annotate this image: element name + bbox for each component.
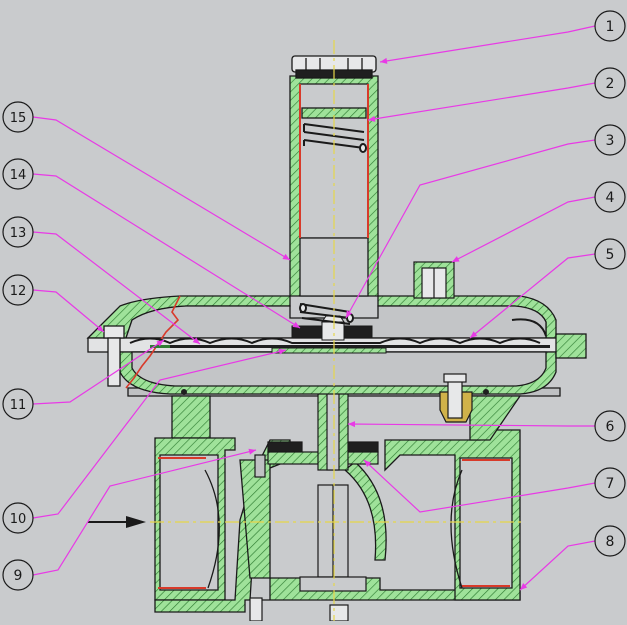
callout-7: 7 <box>594 467 626 499</box>
callout-circle <box>594 238 626 270</box>
leader-arrow-3 <box>346 310 353 318</box>
callout-1: 1 <box>594 10 626 42</box>
leader-line-1 <box>379 25 596 63</box>
callout-10: 10 <box>2 502 34 534</box>
callout-circle <box>594 467 626 499</box>
callout-14: 14 <box>2 158 34 190</box>
callout-6: 6 <box>594 410 626 442</box>
leader-arrow-12 <box>96 325 104 332</box>
leader-arrow-13 <box>192 337 200 344</box>
o-ring-left <box>181 389 187 395</box>
callout-number: 4 <box>606 190 615 206</box>
callout-circle <box>594 67 626 99</box>
leader-arrow-10 <box>278 348 286 355</box>
vent-plug <box>413 261 455 299</box>
leader-line-4 <box>451 196 596 263</box>
callout-circle <box>2 559 34 591</box>
callout-number: 15 <box>10 111 27 126</box>
callout-circle <box>2 216 34 248</box>
callout-circle <box>594 124 626 156</box>
leader-line-14 <box>32 173 301 329</box>
leader-arrow-6 <box>348 421 356 428</box>
centerlines <box>150 40 525 621</box>
callout-8: 8 <box>594 525 626 557</box>
callout-circle <box>2 101 34 133</box>
callout-number: 11 <box>10 398 27 413</box>
callout-number: 7 <box>606 476 615 492</box>
leader-arrow-5 <box>470 331 478 338</box>
leader-line-9 <box>32 449 257 576</box>
leader-arrow-9 <box>248 448 256 455</box>
callout-circle <box>594 181 626 213</box>
leader-arrow-15 <box>282 253 290 260</box>
callout-number: 13 <box>10 226 27 241</box>
callout-circle <box>594 410 626 442</box>
callout-circle <box>594 10 626 42</box>
callout-11: 11 <box>2 388 34 420</box>
leader-line-10 <box>32 349 287 519</box>
callout-12: 12 <box>2 274 34 306</box>
callout-circle <box>2 158 34 190</box>
diaphragm <box>129 337 550 348</box>
leader-line-12 <box>32 289 105 333</box>
leader-line-2 <box>367 82 596 121</box>
flange-screw <box>439 373 473 423</box>
leader-line-8 <box>519 540 596 591</box>
callout-circle <box>2 274 34 306</box>
lower-stem <box>249 484 367 622</box>
callout-circle <box>2 502 34 534</box>
callout-number: 14 <box>10 168 27 183</box>
callout-circle <box>594 525 626 557</box>
leader-line-6 <box>347 423 595 427</box>
callout-9: 9 <box>2 559 34 591</box>
leader-arrow-1 <box>380 57 388 64</box>
callout-number: 12 <box>10 284 27 299</box>
leader-line-3 <box>345 139 596 319</box>
leader-arrow-11 <box>156 340 164 347</box>
leader-line-11 <box>32 339 165 405</box>
callout-number: 2 <box>606 76 615 92</box>
callout-15: 15 <box>2 101 34 133</box>
callout-number: 1 <box>606 19 615 35</box>
leader-line-13 <box>32 231 201 345</box>
callout-number: 9 <box>14 568 23 584</box>
leader-line-5 <box>469 253 596 339</box>
leader-arrow-8 <box>520 583 528 590</box>
leader-arrow-14 <box>292 321 300 328</box>
callout-number: 5 <box>606 247 615 263</box>
flow-arrow <box>88 516 146 528</box>
callout-number: 8 <box>606 534 615 550</box>
callout-circle <box>2 388 34 420</box>
leader-lines <box>32 25 596 591</box>
leader-line-7 <box>363 459 596 513</box>
leader-arrow-4 <box>452 256 460 262</box>
callout-number: 6 <box>606 419 615 435</box>
callout-4: 4 <box>594 181 626 213</box>
o-ring-right <box>483 389 489 395</box>
leader-arrow-7 <box>364 460 372 467</box>
callout-13: 13 <box>2 216 34 248</box>
callout-3: 3 <box>594 124 626 156</box>
leader-line-15 <box>32 116 291 261</box>
callout-5: 5 <box>594 238 626 270</box>
callout-number: 3 <box>606 133 615 149</box>
callout-2: 2 <box>594 67 626 99</box>
valve-body <box>127 387 561 613</box>
leader-arrow-2 <box>368 115 376 122</box>
callout-number: 10 <box>10 512 27 527</box>
